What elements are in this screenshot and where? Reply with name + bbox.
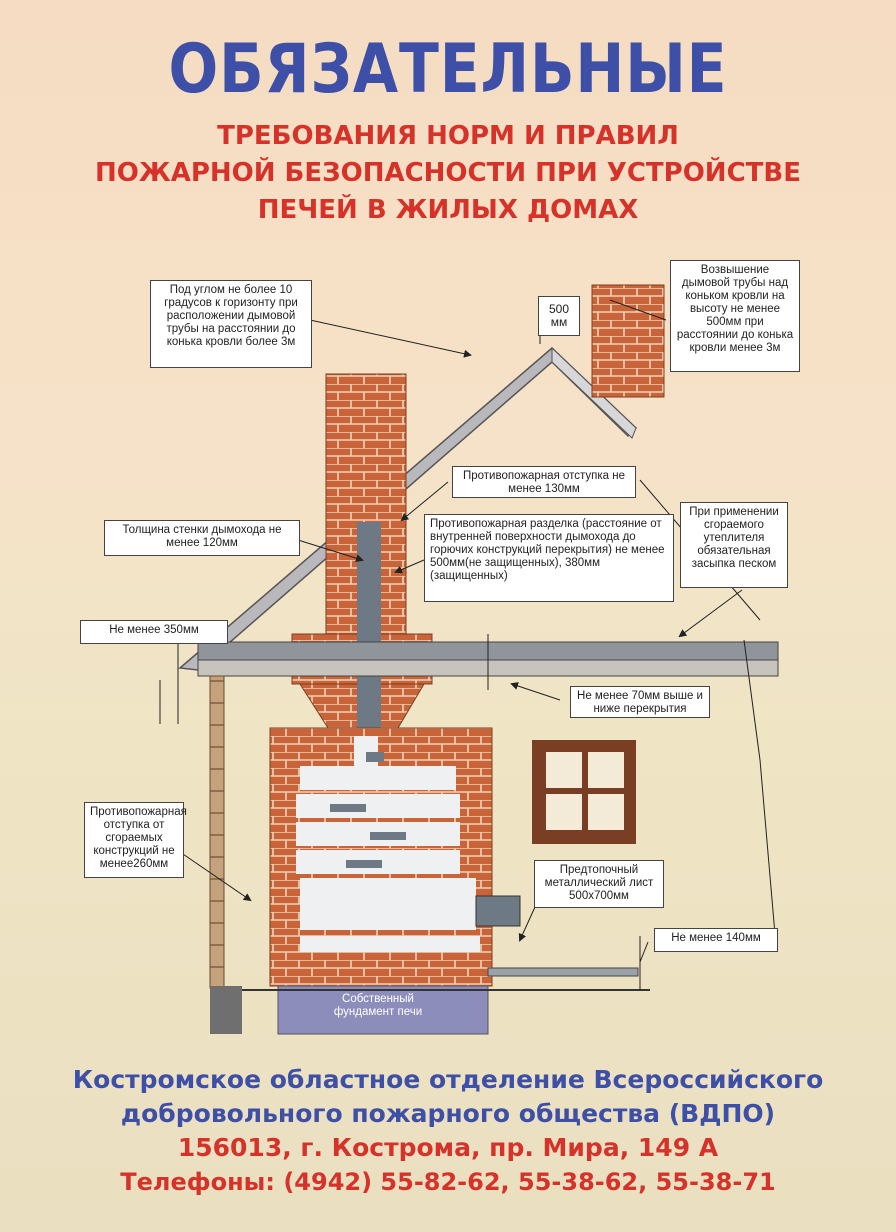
window	[532, 740, 636, 844]
label-angle-note: Под углом не более 10 градусов к горизон…	[150, 280, 312, 368]
label-setback-260: Противопожарная отступка от сгораемых ко…	[84, 802, 187, 878]
subtitle-line-2: ПОЖАРНОЙ БЕЗОПАСНОСТИ ПРИ УСТРОЙСТВЕ	[95, 158, 801, 188]
log-wall	[209, 675, 225, 989]
pre-fire-sheet	[487, 967, 639, 977]
stove-foundation	[277, 985, 489, 1035]
label-wall-thickness: Толщина стенки дымохода не менее 120мм	[104, 520, 300, 556]
label-height-500: 500 мм	[538, 296, 580, 336]
label-elevation-note: Возвышение дымовой трубы над коньком кро…	[670, 260, 800, 372]
stove-body	[269, 727, 521, 987]
label-min-350: Не менее 350мм	[80, 620, 228, 644]
label-foundation: Собственный фундамент печи	[333, 993, 423, 1018]
wall-foundation	[210, 986, 242, 1034]
label-insulation-note: При применении сгораемого утеплителя обя…	[680, 502, 788, 588]
roof	[178, 346, 638, 671]
label-min-70: Не менее 70мм выше и ниже перекрытия	[570, 686, 710, 718]
subtitle-line-3: ПЕЧЕЙ В ЖИЛЫХ ДОМАХ	[257, 195, 639, 225]
footer-org-line-2: добровольного пожарного общества (ВДПО)	[120, 1099, 776, 1128]
footer-org-line-1: Костромское областное отделение Всеросси…	[72, 1065, 824, 1094]
label-min-140: Не менее 140мм	[654, 928, 778, 952]
footer-address: 156013, г. Кострома, пр. Мира, 149 А	[177, 1133, 719, 1162]
subtitle-line-1: ТРЕБОВАНИЯ НОРМ И ПРАВИЛ	[217, 121, 679, 151]
poster-title: ОБЯЗАТЕЛЬНЫЕ	[168, 30, 728, 109]
ridge-chimney	[591, 284, 665, 398]
label-fire-cutting: Противопожарная разделка (расстояние от …	[424, 514, 674, 602]
label-setback-130: Противопожарная отступка не менее 130мм	[452, 466, 636, 498]
label-metal-sheet: Предтопочный металлический лист 500х700м…	[534, 860, 664, 908]
stove-door	[475, 895, 521, 927]
leader-lines	[159, 299, 777, 990]
footer-phones: Телефоны: (4942) 55-82-62, 55-38-62, 55-…	[120, 1168, 776, 1196]
